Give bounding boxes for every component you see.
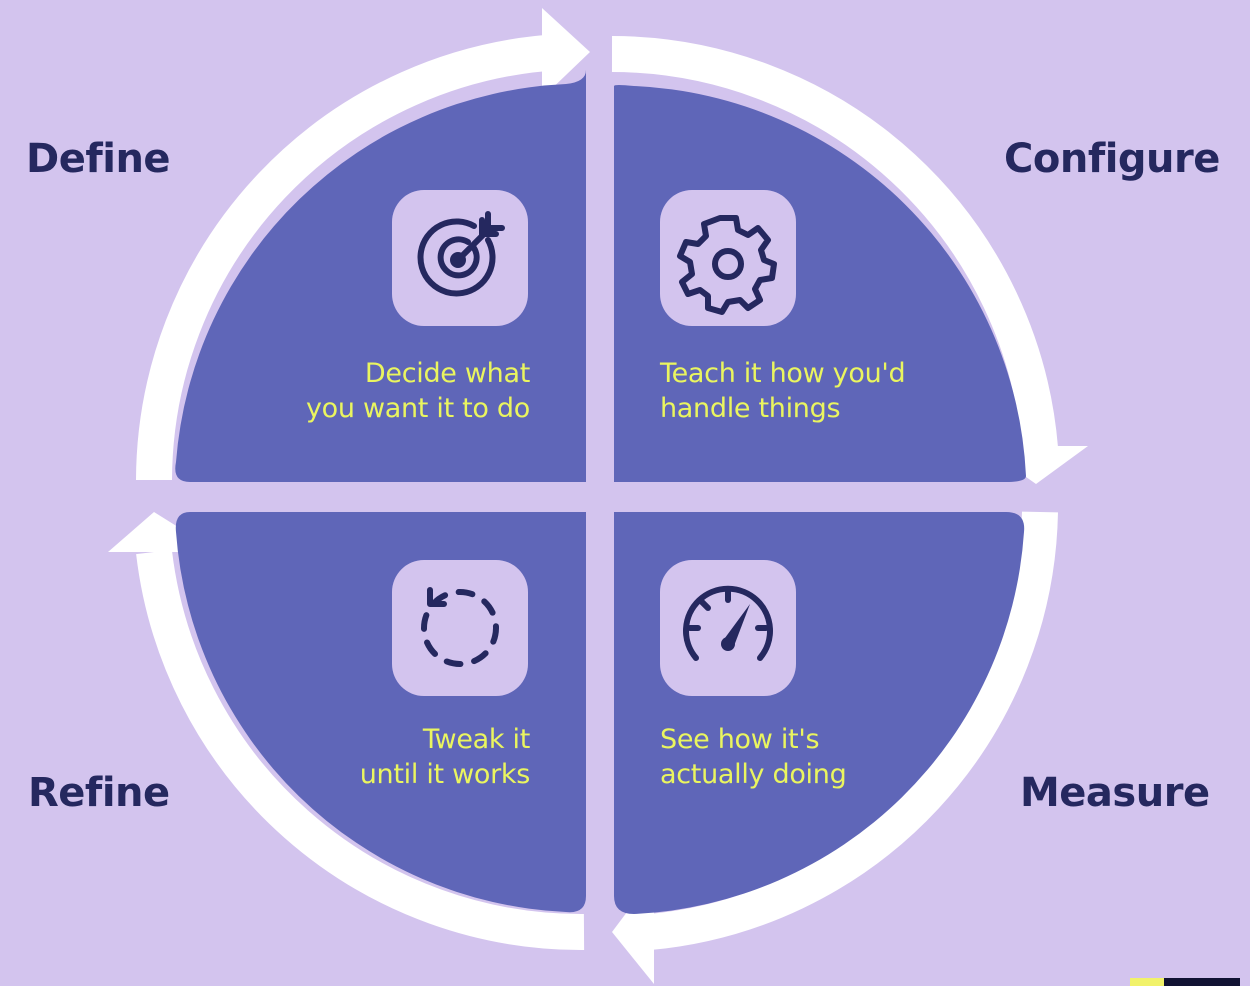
arrow-define-to-configure: [136, 34, 562, 481]
phase-label-refine: Refine: [28, 770, 170, 816]
quadrants: [175, 70, 1026, 914]
caption-define: Decide what you want it to do: [306, 356, 530, 426]
corner-yellow-block: [1130, 978, 1164, 986]
arrow-refine-to-define: [136, 549, 585, 951]
speedometer-icon: [660, 560, 796, 696]
caption-refine: Tweak it until it works: [359, 722, 531, 792]
phase-label-configure: Configure: [1004, 136, 1220, 182]
cycle-arrows: [108, 8, 1088, 984]
arrowhead-top: [542, 8, 590, 98]
corner-dark-block: [1164, 978, 1240, 986]
phase-label-measure: Measure: [1020, 770, 1210, 816]
quadrant-define: [175, 70, 587, 482]
gear-icon: [660, 190, 796, 326]
caption-measure-line2: actually doing: [660, 759, 847, 790]
caption-define-line1: Decide what: [364, 358, 530, 389]
caption-configure-line1: Teach it how you'd: [660, 358, 906, 389]
phase-label-define: Define: [26, 136, 171, 182]
arrow-measure-to-refine: [648, 511, 1058, 950]
caption-refine-line2: until it works: [359, 759, 531, 790]
caption-measure-line1: See how it's: [660, 724, 820, 755]
caption-configure-line2: handle things: [660, 393, 841, 424]
arrow-configure-to-measure: [611, 36, 1058, 450]
target-icon: [392, 190, 528, 326]
caption-measure: See how it's actually doing: [660, 722, 847, 792]
caption-refine-line1: Tweak it: [422, 724, 530, 755]
caption-configure: Teach it how you'd handle things: [660, 356, 906, 426]
quadrant-configure: [614, 85, 1026, 482]
refresh-icon: [392, 560, 528, 696]
caption-define-line2: you want it to do: [305, 393, 530, 424]
